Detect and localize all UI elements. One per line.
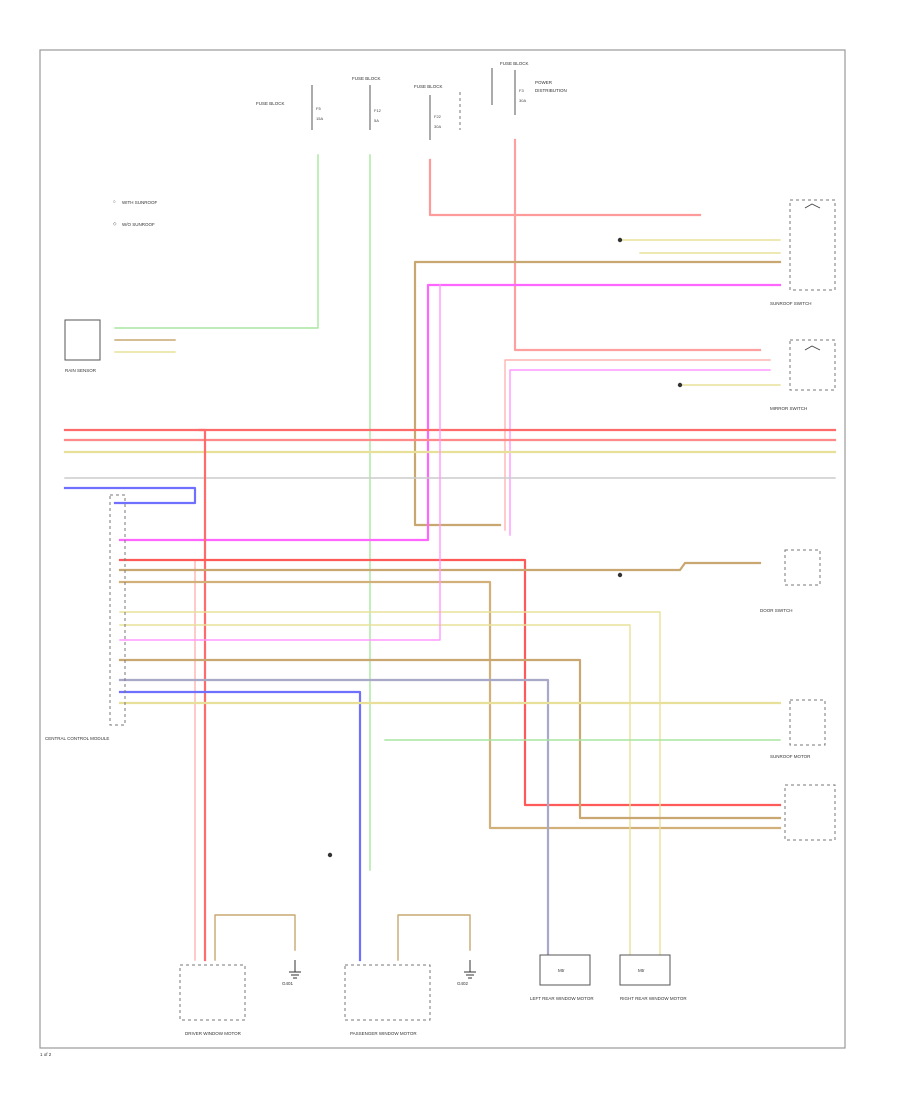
wire-yellow-right-motor xyxy=(119,611,661,961)
wire-tan-passenger xyxy=(397,914,471,961)
ground-2-label: G402 xyxy=(457,981,469,986)
fuse-block-2-label: FUSE BLOCK xyxy=(352,76,381,81)
central-control-module: CENTRAL CONTROL MODULE xyxy=(45,494,126,741)
ground-1-label: G401 xyxy=(282,981,294,986)
rain-sensor-label: RAIN SENSOR xyxy=(65,368,97,373)
wire-pink-power xyxy=(513,138,762,352)
wire-magenta-mirror xyxy=(509,369,771,536)
left-rear-window-motor-label: LEFT REAR WINDOW MOTOR xyxy=(530,996,594,1001)
svg-text:F5: F5 xyxy=(316,106,321,111)
mirror-switch: MIRROR SWITCH xyxy=(770,339,836,411)
junction-4 xyxy=(327,852,333,858)
fuse-block-4-label: FUSE BLOCK xyxy=(500,61,529,66)
wire-tan-rear xyxy=(118,658,782,820)
fuse-block-3: FUSE BLOCK F22 30A xyxy=(414,84,461,140)
svg-text:F12: F12 xyxy=(374,108,382,113)
diagram-frame xyxy=(39,49,846,1049)
motor-tag-1: Mtr xyxy=(558,968,565,973)
fuse-block-2: FUSE BLOCK F12 5A xyxy=(352,76,382,130)
junction-1 xyxy=(617,237,623,243)
wire-gray-lr xyxy=(118,678,550,962)
junction-3 xyxy=(617,572,623,578)
wire-red-driver-motor xyxy=(198,428,207,962)
svg-text:5A: 5A xyxy=(374,118,379,123)
wire-magenta-2 xyxy=(119,284,441,641)
fuse-block-1: FUSE BLOCK F5 15A xyxy=(256,85,323,130)
svg-text:30A: 30A xyxy=(434,124,441,129)
right-rear-window-motor-label: RIGHT REAR WINDOW MOTOR xyxy=(620,996,687,1001)
driver-window-motor-label: DRIVER WINDOW MOTOR xyxy=(185,1031,242,1036)
sunroof-switch: SUNROOF SWITCH xyxy=(770,199,836,306)
central-control-module-label: CENTRAL CONTROL MODULE xyxy=(45,736,109,741)
sunroof-switch-label: SUNROOF SWITCH xyxy=(770,301,812,306)
driver-window-motor: DRIVER WINDOW MOTOR G401 xyxy=(179,960,301,1036)
svg-text:◇: ◇ xyxy=(113,221,117,226)
wire-red-rf-door xyxy=(118,558,782,807)
right-door-module xyxy=(784,784,836,841)
svg-text:○: ○ xyxy=(113,199,116,204)
passenger-window-motor: PASSENGER WINDOW MOTOR G402 xyxy=(344,960,476,1036)
wire-red-sunroof-switch xyxy=(428,158,702,217)
legend-item-with-sunroof: WITH SUNROOF xyxy=(122,200,157,205)
svg-text:15A: 15A xyxy=(316,116,323,121)
svg-text:F3: F3 xyxy=(519,88,524,93)
sunroof-motor-label: SUNROOF MOTOR xyxy=(770,754,811,759)
wire-tan-driver xyxy=(214,914,296,961)
wire-tan-sunroof xyxy=(413,260,782,527)
wire-blue-passenger xyxy=(118,690,362,962)
fuse-block-1-label: FUSE BLOCK xyxy=(256,101,285,106)
svg-text:30A: 30A xyxy=(519,98,526,103)
fuse-block-3-label: FUSE BLOCK xyxy=(414,84,443,89)
wire-green-rain-sensor xyxy=(114,154,319,329)
wire-tan-door-switch xyxy=(118,561,762,572)
page-footer: 1 of 2 xyxy=(40,1052,52,1057)
door-switch-label: DOOR SWITCH xyxy=(760,608,793,613)
svg-text:POWER: POWER xyxy=(535,80,553,85)
sunroof-motor: SUNROOF MOTOR xyxy=(770,699,826,759)
wire-magenta-sunroof xyxy=(118,283,782,542)
legend: ○ WITH SUNROOF ◇ W/O SUNROOF xyxy=(113,199,157,227)
left-rear-window-motor: Mtr LEFT REAR WINDOW MOTOR xyxy=(530,954,594,1001)
svg-text:F22: F22 xyxy=(434,114,442,119)
mirror-switch-label: MIRROR SWITCH xyxy=(770,406,807,411)
fuse-block-4: FUSE BLOCK F3 30A POWER DISTRIBUTION xyxy=(491,61,567,115)
door-switch: DOOR SWITCH xyxy=(760,549,821,613)
motor-tag-2: Mtr xyxy=(638,968,645,973)
wire-pink-mirror xyxy=(504,359,771,531)
wire-tan-right-motor xyxy=(118,580,782,830)
right-rear-window-motor: Mtr RIGHT REAR WINDOW MOTOR xyxy=(619,954,687,1001)
rain-sensor: RAIN SENSOR xyxy=(64,319,101,373)
legend-item-without-sunroof: W/O SUNROOF xyxy=(122,222,155,227)
passenger-window-motor-label: PASSENGER WINDOW MOTOR xyxy=(350,1031,417,1036)
svg-text:DISTRIBUTION: DISTRIBUTION xyxy=(535,88,567,93)
wire-blue-body xyxy=(63,486,197,505)
junction-2 xyxy=(677,382,683,388)
wire-yellow-rr-motor xyxy=(119,624,631,961)
